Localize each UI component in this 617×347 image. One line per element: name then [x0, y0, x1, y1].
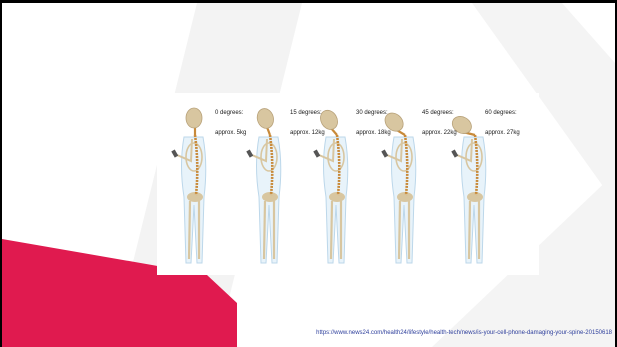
posture-label-15: 15 degrees: approx. 12kg: [290, 97, 325, 149]
load-label: approx. 5kg: [215, 130, 246, 137]
leg-bone: [399, 201, 400, 259]
phone: [171, 150, 178, 158]
leg-bone: [469, 201, 470, 259]
skeleton-figure: [246, 107, 281, 263]
source-link[interactable]: https://www.news24.com/health24/lifestyl…: [316, 330, 612, 336]
angle-label: 45 degrees:: [422, 110, 457, 117]
phone: [313, 150, 320, 158]
posture-label-60: 60 degrees: approx. 27kg: [485, 97, 520, 149]
skull: [186, 108, 202, 128]
angle-label: 15 degrees:: [290, 110, 325, 117]
load-label: approx. 18kg: [356, 130, 391, 137]
posture-label-45: 45 degrees: approx. 22kg: [422, 97, 457, 149]
angle-label: 60 degrees:: [485, 110, 520, 117]
leg-bone: [189, 201, 190, 259]
load-label: approx. 22kg: [422, 130, 457, 137]
phone: [246, 150, 253, 158]
angle-label: 0 degrees:: [215, 110, 246, 117]
angle-label: 30 degrees:: [356, 110, 391, 117]
phone: [381, 150, 388, 158]
load-label: approx. 27kg: [485, 130, 520, 137]
phone: [451, 150, 458, 158]
skeleton-figure: [171, 108, 206, 263]
posture-illustration: 0 degrees: approx. 5kg 15 degrees: appro…: [157, 93, 539, 275]
leg-bone: [331, 201, 332, 259]
skull: [255, 107, 276, 130]
load-label: approx. 12kg: [290, 130, 325, 137]
posture-label-30: 30 degrees: approx. 18kg: [356, 97, 391, 149]
slide: 0 degrees: approx. 5kg 15 degrees: appro…: [2, 3, 615, 347]
posture-label-0: 0 degrees: approx. 5kg: [215, 97, 246, 149]
leg-bone: [264, 201, 265, 259]
